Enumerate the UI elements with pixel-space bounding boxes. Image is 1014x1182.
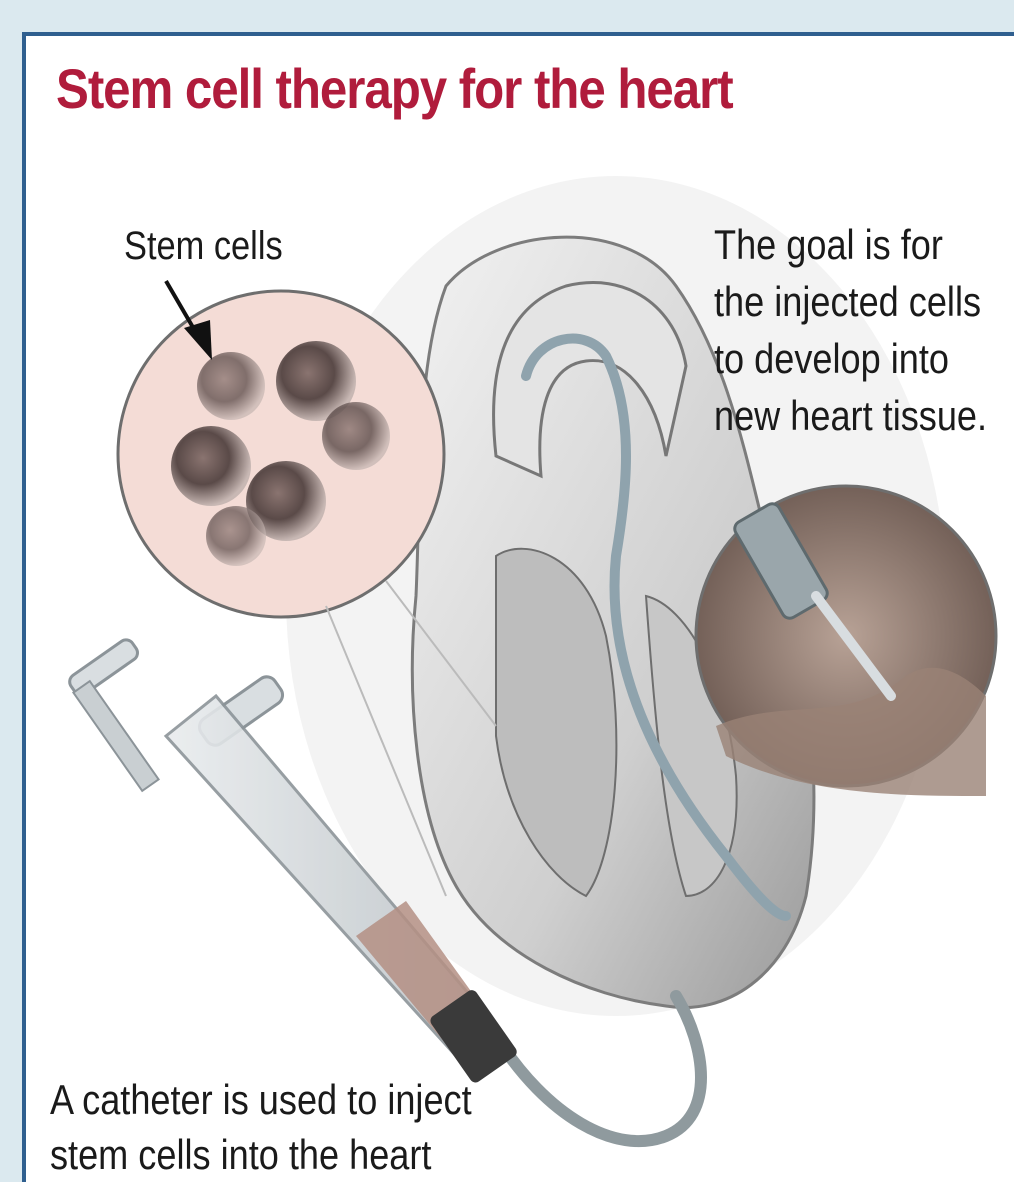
heart-illustration bbox=[26, 36, 1014, 1182]
stem-cells-zoom bbox=[118, 291, 444, 617]
goal-caption-line: the injected cells bbox=[714, 273, 987, 330]
infographic-panel: Stem cell therapy for the heart Stem cel… bbox=[22, 32, 1014, 1182]
catheter-caption-line: stem cells into the heart bbox=[50, 1127, 472, 1182]
catheter-caption-line: A catheter is used to inject bbox=[50, 1072, 472, 1127]
goal-caption-line: new heart tissue. bbox=[714, 387, 987, 444]
goal-caption-line: to develop into bbox=[714, 330, 987, 387]
catheter-tube-outer bbox=[496, 996, 701, 1141]
page-title: Stem cell therapy for the heart bbox=[56, 56, 733, 121]
catheter-caption: A catheter is used to inject stem cells … bbox=[50, 1072, 472, 1182]
stem-cells-label: Stem cells bbox=[124, 224, 283, 269]
goal-caption: The goal is for the injected cells to de… bbox=[714, 216, 987, 444]
goal-caption-line: The goal is for bbox=[714, 216, 987, 273]
